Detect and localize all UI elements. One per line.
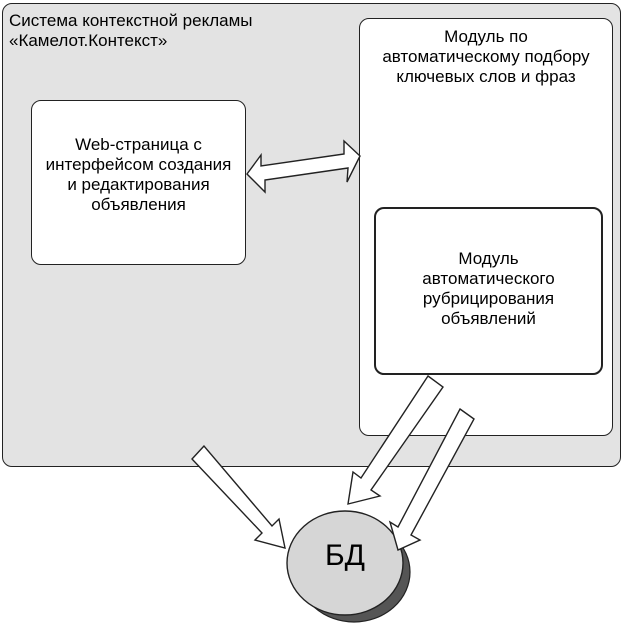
rubric-module-box: Модуль автоматического рубрицирования об… [374, 207, 603, 375]
database-label: БД [324, 539, 365, 572]
rubric-module-label: Модуль автоматического рубрицирования об… [422, 249, 555, 328]
arrow-keywords-to-db [388, 407, 475, 551]
system-title: Система контекстной рекламы «Камелот.Кон… [9, 11, 253, 50]
arrow-rubric-to-db [347, 374, 444, 505]
web-page-box: Web-страница с интерфейсом создания и ре… [31, 100, 246, 265]
bidirectional-arrow [246, 139, 361, 194]
database-cylinder [286, 510, 404, 616]
web-page-label: Web-страница с интерфейсом создания и ре… [45, 135, 232, 214]
arrow-system-to-db [191, 444, 286, 549]
keyword-module-label: Модуль по автоматическому подбору ключев… [382, 27, 590, 86]
